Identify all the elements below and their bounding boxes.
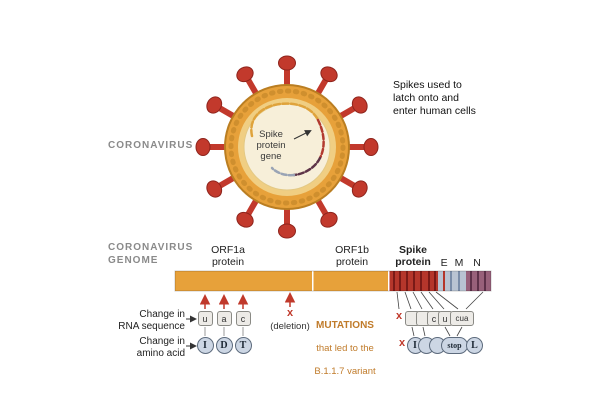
mutations-note: MUTATIONS that led to the B.1.1.7 varian…: [300, 308, 390, 389]
deletion-x-mark: x: [286, 307, 294, 319]
spikes-note: Spikes used to latch onto and enter huma…: [393, 79, 476, 117]
orf1a-label: ORF1a protein: [211, 244, 245, 268]
rna-box: a: [216, 311, 232, 326]
spike-gene-pointer-arrow: [293, 130, 312, 140]
spike-gene-label: Spike protein gene: [256, 129, 286, 162]
amino-change-label: Change in amino acid: [136, 336, 185, 359]
em-label: E M: [440, 257, 466, 269]
deletion-label: (deletion): [270, 321, 310, 332]
amino-stop-oval: stop: [441, 337, 468, 354]
rna-strand-icon: [250, 102, 325, 177]
rna-change-label: Change in RNA sequence: [118, 309, 185, 332]
orf1b-label: ORF1b protein: [335, 244, 369, 268]
right-x-mark-amino: x: [398, 337, 406, 349]
rna-box: cua: [450, 311, 474, 326]
left-mutation-arrows: [199, 292, 296, 309]
mutations-note-title: MUTATIONS: [316, 319, 374, 331]
coronavirus-label: CORONAVIRUS: [108, 140, 194, 151]
right-x-mark-rna: x: [395, 310, 403, 322]
amino-circle: D: [215, 337, 233, 354]
amino-circle: I: [196, 337, 214, 354]
genome-bar: [174, 270, 492, 292]
rna-box: u: [197, 311, 213, 326]
spike-protein-label: Spike protein: [395, 244, 431, 268]
amino-circle: L: [466, 337, 483, 354]
mutations-note-line2: that led to the: [316, 342, 374, 354]
genome-label: CORONAVIRUS GENOME: [108, 242, 194, 266]
right-connectors: [396, 291, 484, 337]
left-connectors: [204, 327, 244, 336]
n-label: N: [473, 257, 481, 269]
amino-circle: T: [234, 337, 252, 354]
mutations-note-line3: B.1.1.7 variant: [314, 365, 376, 377]
rna-box: c: [235, 311, 251, 326]
